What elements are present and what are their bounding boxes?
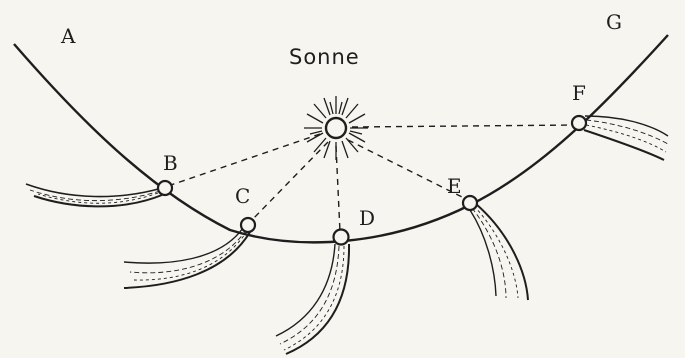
comet-head-c: [241, 218, 255, 232]
dashed-line-c: [250, 142, 328, 222]
point-label-e: E: [447, 174, 462, 198]
comet-tail-c: [124, 228, 250, 288]
dashed-line-f: [352, 125, 577, 127]
dashed-line-b: [168, 134, 320, 186]
comet-tail-b: [26, 184, 162, 206]
sun-label: Sonne: [289, 45, 360, 69]
comet-head-b: [158, 181, 172, 195]
point-label-f: F: [572, 81, 586, 105]
point-label-c: C: [235, 184, 250, 208]
comet-tail-f: [584, 116, 668, 160]
sun-icon: [304, 96, 368, 160]
point-label-d: D: [359, 206, 375, 230]
comet-tail-d: [276, 244, 349, 354]
point-label-g: G: [606, 10, 622, 34]
point-label-a: A: [60, 24, 76, 48]
comet-head-e: [463, 196, 477, 210]
comet-tail-e: [470, 204, 528, 300]
comet-head-f: [572, 116, 586, 130]
comet-head-d: [334, 230, 349, 245]
point-label-b: B: [163, 151, 178, 175]
